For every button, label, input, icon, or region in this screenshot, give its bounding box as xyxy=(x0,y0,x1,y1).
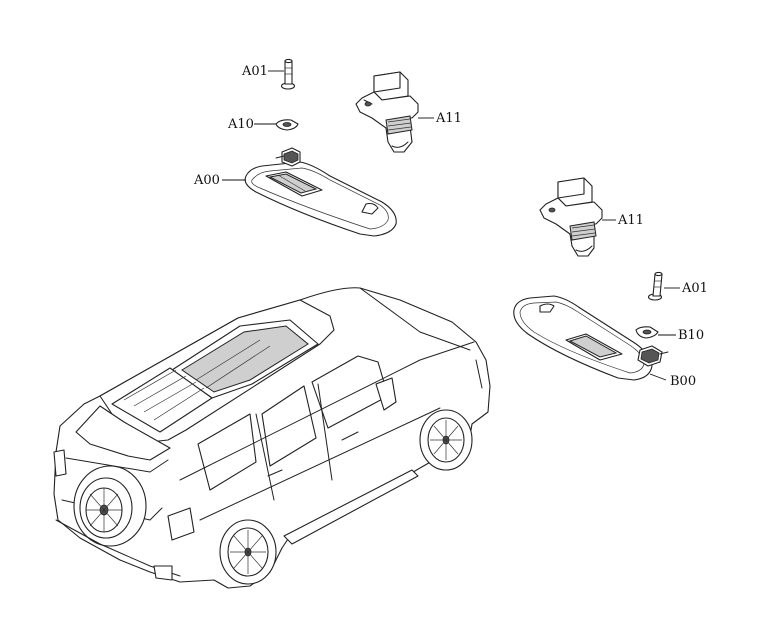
leader-b00 xyxy=(649,373,667,381)
callout-a00: A00 xyxy=(194,173,220,188)
callout-a11-top: A11 xyxy=(436,111,462,126)
sun-visor-b00 xyxy=(513,295,669,381)
clip-b10 xyxy=(635,326,659,339)
callout-a01-right: A01 xyxy=(682,281,708,296)
callout-a11-mid: A11 xyxy=(618,213,644,228)
suv-vehicle-illustration xyxy=(53,287,491,589)
screw-a01-right xyxy=(647,271,663,301)
clip-a10 xyxy=(275,119,299,131)
hook-a11-mid xyxy=(539,177,603,257)
screw-a01-top xyxy=(280,58,296,90)
sun-visor-a00 xyxy=(244,147,397,237)
callout-b00: B00 xyxy=(670,374,697,389)
hook-a11-top xyxy=(355,71,419,153)
callout-a10: A10 xyxy=(228,117,254,132)
callout-b10: B10 xyxy=(678,328,705,343)
callout-a01-top: A01 xyxy=(242,64,268,79)
